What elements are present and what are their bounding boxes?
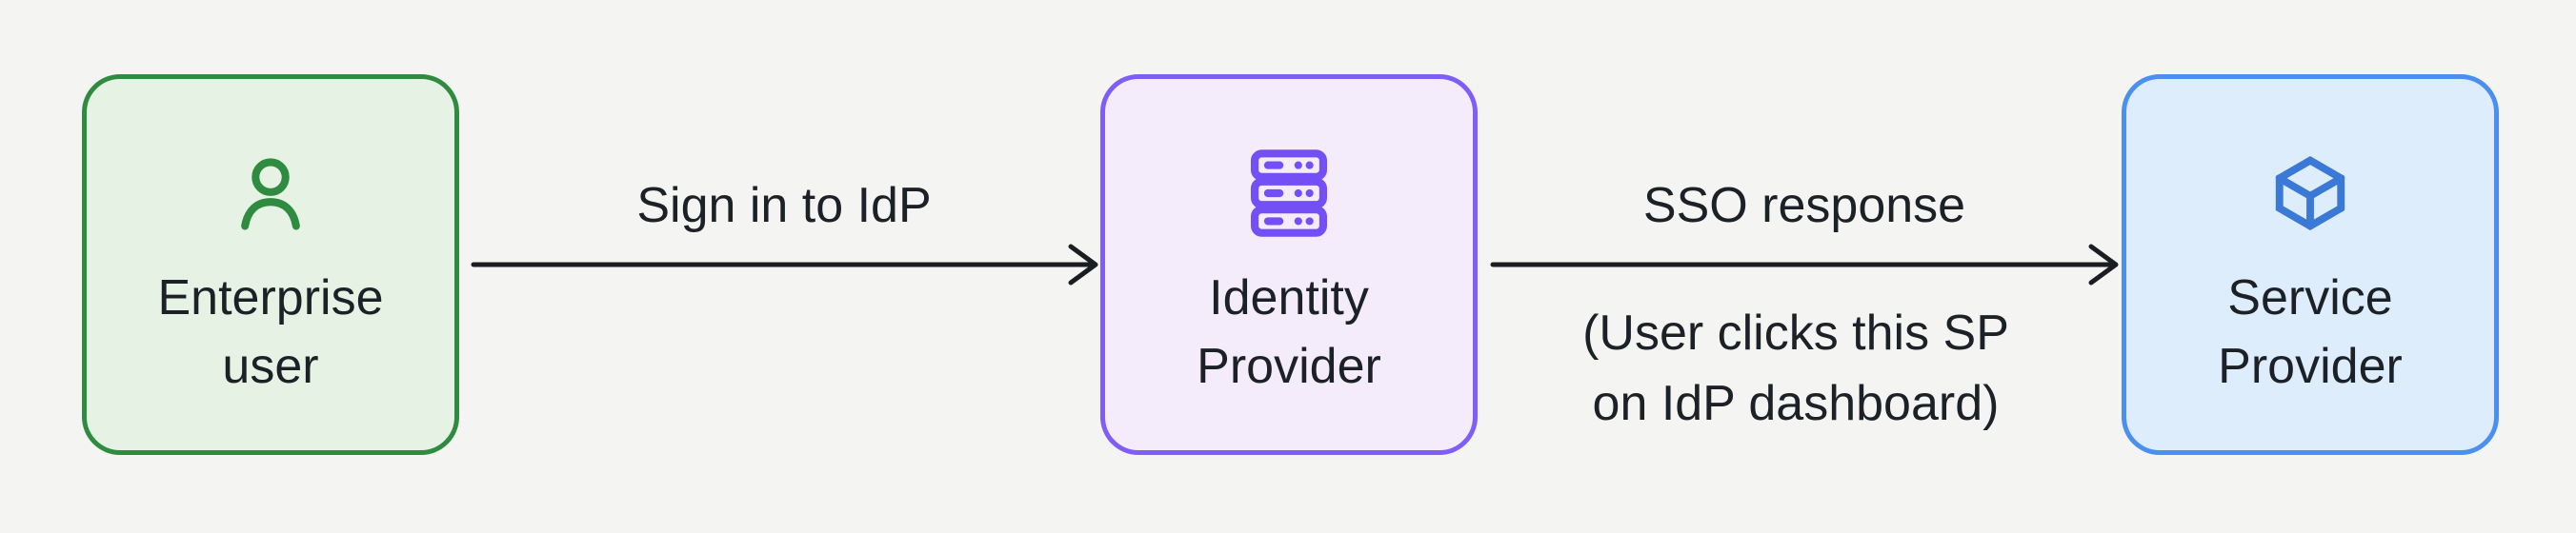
edge-sublabel-line: (User clicks this SP bbox=[1582, 306, 2009, 361]
node-label-line: Provider bbox=[1197, 339, 1381, 394]
node-label-identity-provider: Identity Provider bbox=[1105, 264, 1473, 401]
edge-label-sso-response: SSO response bbox=[1642, 178, 1966, 233]
node-label-enterprise-user: Enterprise user bbox=[87, 264, 454, 401]
node-label-line: Enterprise bbox=[157, 270, 384, 326]
node-identity-provider: Identity Provider bbox=[1100, 74, 1478, 455]
node-label-service-provider: Service Provider bbox=[2126, 264, 2494, 401]
server-icon bbox=[1105, 144, 1473, 243]
box-icon bbox=[2126, 144, 2494, 243]
node-enterprise-user: Enterprise user bbox=[82, 74, 459, 455]
node-label-line: user bbox=[222, 339, 319, 394]
arrow-sso-response bbox=[1490, 244, 2119, 286]
edge-sublabel-user-clicks-sp: (User clicks this SP on IdP dashboard) bbox=[1415, 298, 2177, 439]
node-label-line: Identity bbox=[1209, 270, 1369, 326]
user-icon bbox=[87, 144, 454, 243]
node-label-line: Provider bbox=[2218, 339, 2403, 394]
edge-label-sign-in-to-idp: Sign in to IdP bbox=[636, 178, 932, 233]
edge-sublabel-line: on IdP dashboard) bbox=[1592, 376, 2000, 431]
node-service-provider: Service Provider bbox=[2122, 74, 2499, 455]
node-label-line: Service bbox=[2227, 270, 2393, 326]
arrow-sign-in-to-idp bbox=[471, 244, 1098, 286]
